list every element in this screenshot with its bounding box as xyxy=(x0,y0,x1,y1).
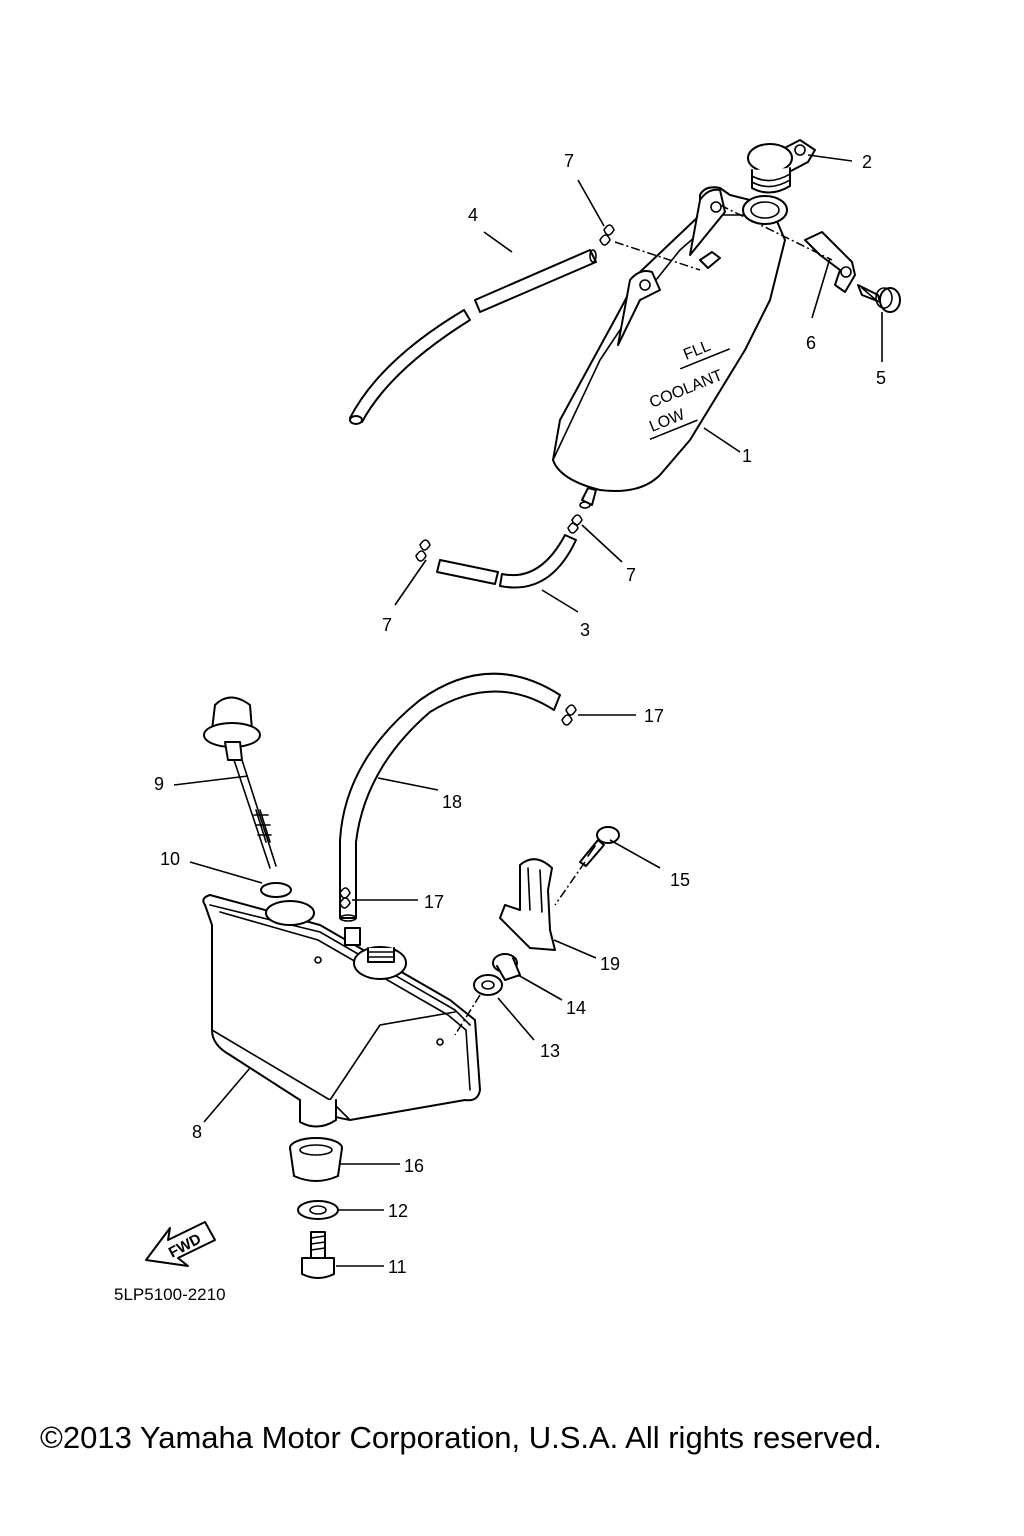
reservoir-tank xyxy=(552,186,788,509)
callout-3: 3 xyxy=(580,620,590,640)
callout-labels: 1 2 3 4 5 6 7 7 7 8 9 10 11 12 13 14 15 … xyxy=(154,151,886,1277)
callout-5: 5 xyxy=(876,368,886,388)
callout-8: 8 xyxy=(192,1122,202,1142)
callout-15: 15 xyxy=(670,870,690,890)
grommet xyxy=(473,974,503,996)
callout-7a: 7 xyxy=(564,151,574,171)
callout-2: 2 xyxy=(862,152,872,172)
callout-1: 1 xyxy=(742,446,752,466)
part-code: 5LP5100-2210 xyxy=(114,1285,226,1304)
callout-10: 10 xyxy=(160,849,180,869)
hose-clip-7b xyxy=(567,514,583,534)
callout-19: 19 xyxy=(600,954,620,974)
hose-clip-17a xyxy=(561,704,577,726)
callout-7b: 7 xyxy=(626,565,636,585)
bolt-5 xyxy=(857,284,901,313)
callout-16: 16 xyxy=(404,1156,424,1176)
callout-17b: 17 xyxy=(424,892,444,912)
callout-13: 13 xyxy=(540,1041,560,1061)
callout-4: 4 xyxy=(468,205,478,225)
leader-lines xyxy=(173,154,883,1267)
collar xyxy=(492,953,521,981)
dipstick xyxy=(203,696,277,869)
callout-18: 18 xyxy=(442,792,462,812)
reservoir-cap xyxy=(747,139,816,194)
callout-7c: 7 xyxy=(382,615,392,635)
copyright-notice: ©2013 Yamaha Motor Corporation, U.S.A. A… xyxy=(40,1420,882,1455)
hose-clip-7c xyxy=(415,539,431,562)
callout-11: 11 xyxy=(388,1257,407,1277)
drain-bolt xyxy=(301,1231,335,1279)
callout-12: 12 xyxy=(388,1201,408,1221)
hose-clip-7a xyxy=(599,224,615,246)
sub-tank-hose xyxy=(339,672,561,922)
clamp-bracket xyxy=(804,231,856,293)
overflow-hose xyxy=(349,249,597,425)
hose-clip-17b xyxy=(339,887,351,909)
sub-tank xyxy=(202,894,481,1128)
breather-hose xyxy=(436,534,577,589)
callout-17a: 17 xyxy=(644,706,664,726)
washer xyxy=(297,1200,339,1220)
bolt-15 xyxy=(579,826,620,867)
callout-14: 14 xyxy=(566,998,586,1018)
callout-9: 9 xyxy=(154,774,164,794)
callout-6: 6 xyxy=(806,333,816,353)
fwd-arrow-icon: FWD xyxy=(145,1221,216,1267)
tank-bracket xyxy=(499,858,556,951)
o-ring xyxy=(260,882,292,898)
rubber-plug xyxy=(289,1137,343,1182)
